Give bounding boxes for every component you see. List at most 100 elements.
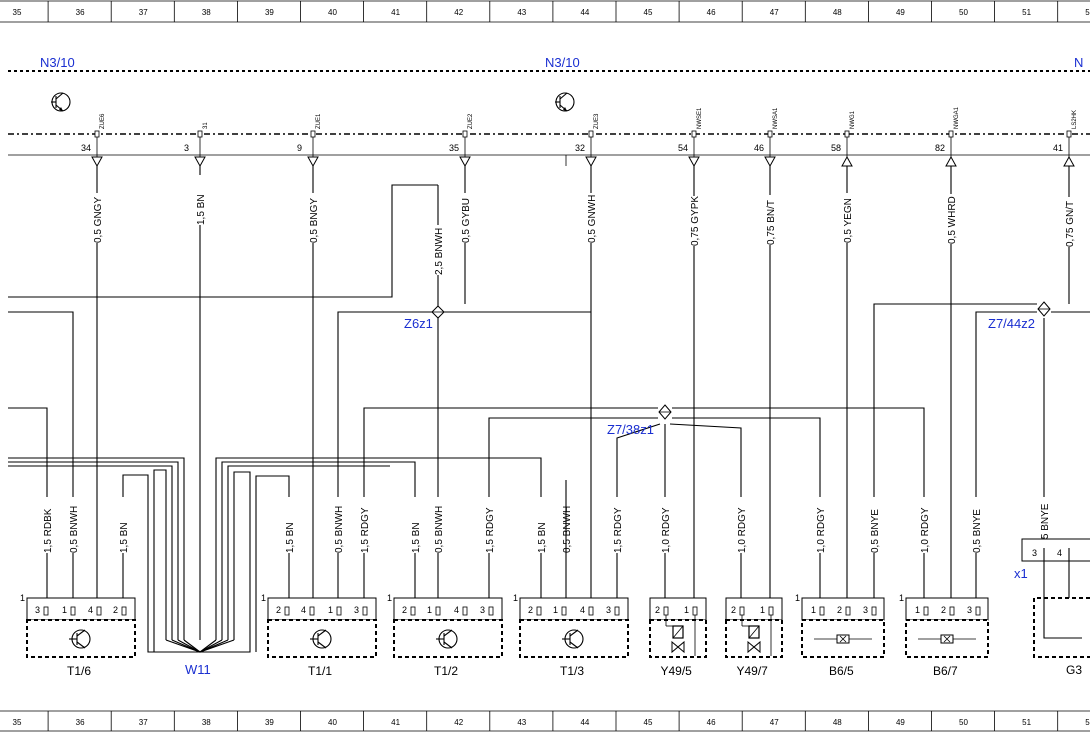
ruler-label: 38 — [202, 718, 211, 727]
component-pin-number: 1 — [760, 605, 765, 615]
ruler-label: 52 — [1085, 8, 1090, 17]
component-pin-number: 2 — [402, 605, 407, 615]
ruler-label: 45 — [644, 8, 653, 17]
component-label-g3[interactable]: G3 — [1066, 663, 1082, 677]
ruler-label: 36 — [76, 8, 85, 17]
ruler-label: 35 — [13, 718, 22, 727]
splice-point-z7-38z1[interactable] — [658, 404, 672, 420]
splice-label-z7-38z1[interactable]: Z7/38z1 — [607, 422, 654, 437]
wire-label-lower: 1,0 RDGY — [734, 497, 748, 553]
pin-number: 3 — [184, 143, 189, 153]
component-pin-number: 1 — [427, 605, 432, 615]
ruler-label: 50 — [959, 718, 968, 727]
wire-gauge-color: 1,0 RDGY — [737, 507, 748, 553]
connector-label-x1[interactable]: x1 — [1014, 566, 1028, 581]
component-pin-number: 3 — [863, 605, 868, 615]
pin-code: ZUE3 — [594, 113, 600, 129]
component-pin-number: 4 — [580, 605, 585, 615]
component-pin-number: 1 — [62, 605, 67, 615]
wire-label-lower: 1,5 BN — [116, 497, 130, 553]
wire-label-upper: 0,75 GYPK — [687, 196, 701, 246]
component-pin-number: 1 — [811, 605, 816, 615]
wire-label-lower: 1,5 BN — [408, 497, 422, 553]
wire-label-upper: 0,5 GYBU — [458, 193, 472, 243]
wire-gauge-color: 0,5 BNGY — [309, 198, 320, 243]
splice-point-z7-44z2[interactable] — [1037, 301, 1051, 317]
wire-gauge-color: 1,5 BN — [285, 522, 296, 553]
module-label-left[interactable]: N3/10 — [40, 55, 75, 70]
module-pin-ls2hk[interactable]: LS2HK 41 — [1053, 110, 1078, 167]
ruler-label: 49 — [896, 8, 905, 17]
pin-number: 41 — [1053, 143, 1063, 153]
wire-label-upper: 0,75 BN/T — [763, 195, 777, 245]
pin-code: LS2HK — [1072, 110, 1078, 129]
component-pin-number: 2 — [528, 605, 533, 615]
wire-label-upper: 0,5 GNGY — [90, 193, 104, 243]
module-label-center[interactable]: N3/10 — [545, 55, 580, 70]
pin-code: NWGA1 — [954, 106, 960, 129]
wire-label-upper: 0,75 GN/T — [1062, 197, 1076, 247]
wire-label-lower: 1,5 RDGY — [357, 497, 371, 553]
component-label[interactable]: T1/6 — [67, 664, 91, 678]
component-label[interactable]: B6/5 — [829, 664, 854, 678]
solenoid-valve-icon — [665, 615, 696, 656]
component-label[interactable]: T1/3 — [560, 664, 584, 678]
component-pin-number: 2 — [655, 605, 660, 615]
component-label[interactable]: T1/1 — [308, 664, 332, 678]
component-g3-partial[interactable]: G3 — [1033, 597, 1090, 677]
transistor-icon — [69, 629, 91, 649]
wire-label-upper: 1,5 BN — [193, 175, 207, 225]
pin-code: 31 — [203, 122, 209, 129]
pin-number: 58 — [831, 143, 841, 153]
component-label[interactable]: Y49/5 — [661, 664, 693, 678]
pin-code: ZUE6 — [100, 113, 106, 129]
splice-label-z6z1[interactable]: Z6z1 — [404, 316, 433, 331]
component-label[interactable]: T1/2 — [434, 664, 458, 678]
ruler-label: 52 — [1085, 718, 1090, 727]
pin-code: ZUE2 — [468, 113, 474, 129]
transistor-icon — [310, 629, 332, 649]
ruler-label: 49 — [896, 718, 905, 727]
ruler-label: 43 — [517, 8, 526, 17]
ruler-label: 51 — [1022, 718, 1031, 727]
connector-x1[interactable]: 3 4 x1 — [1014, 538, 1090, 598]
component-label[interactable]: B6/7 — [933, 664, 958, 678]
ground-label-w11[interactable]: W11 — [185, 662, 211, 677]
module-pin-zue6[interactable]: ZUE6 34 — [81, 113, 106, 168]
wire-label-lower: 1,5 RDGY — [482, 497, 496, 553]
module-label-right[interactable]: N — [1074, 55, 1083, 70]
module-pin-31[interactable]: 31 3 — [184, 122, 209, 168]
wire-gauge-color: 0,5 BNWH — [434, 506, 445, 553]
ruler-label: 40 — [328, 8, 337, 17]
splice-label-z7-44z2[interactable]: Z7/44z2 — [988, 316, 1035, 331]
ruler-label: 47 — [770, 718, 779, 727]
component-label[interactable]: Y49/7 — [737, 664, 769, 678]
transistor-icon — [562, 629, 584, 649]
component-pin-number: 4 — [88, 605, 93, 615]
wire-gauge-color: 1,5 BN — [411, 522, 422, 553]
ruler-label: 42 — [454, 718, 463, 727]
component-pin-number: 2 — [941, 605, 946, 615]
component-corner-mark: 1 — [899, 593, 904, 603]
splice-point-z6z1[interactable] — [431, 305, 445, 319]
pin-number: 34 — [81, 143, 91, 153]
sensor-icon — [814, 634, 872, 644]
